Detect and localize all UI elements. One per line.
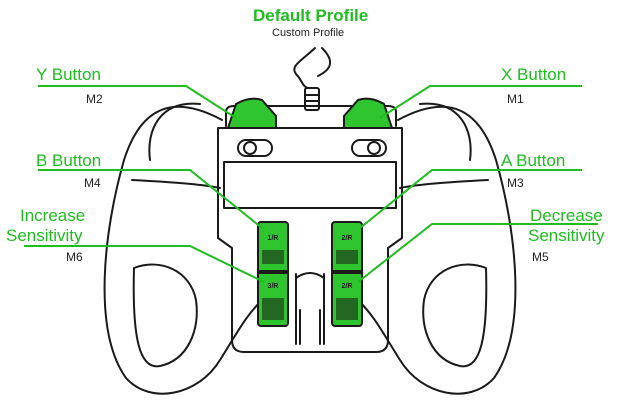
b-button-label: B Button — [36, 151, 102, 170]
increase-label-line1: Increase — [20, 206, 86, 225]
paddle-label-top-right: 2/R — [342, 235, 353, 242]
decrease-label-line2: Sensitivity — [528, 226, 605, 245]
x-button-label: X Button — [501, 65, 567, 84]
paddle-label-top-left: 1/R — [268, 235, 279, 242]
cable-connector — [304, 87, 320, 111]
a-button-macro: M3 — [507, 176, 524, 190]
b-button-callout-line — [38, 169, 263, 229]
profile-title: Default Profile — [253, 6, 369, 25]
right-toggle — [351, 139, 387, 157]
x-button-macro: M1 — [507, 92, 524, 106]
right-handle — [357, 105, 517, 395]
paddle-label-bottom-right: 2/R — [342, 283, 353, 290]
left-handle — [103, 105, 263, 395]
left-bumper — [226, 97, 277, 129]
left-toggle — [237, 139, 273, 157]
controller-top-housing — [225, 105, 397, 127]
b-button-macro: M4 — [84, 176, 101, 190]
y-button-macro: M2 — [86, 92, 103, 106]
center-panel — [223, 161, 397, 209]
increase-label-line2: Sensitivity — [6, 226, 83, 245]
decrease-callout-line — [357, 223, 598, 283]
decrease-macro: M5 — [532, 250, 549, 264]
paddle-label-bottom-left: 3/R — [268, 283, 279, 290]
controller-body — [217, 127, 403, 353]
a-button-label: A Button — [501, 151, 566, 170]
decrease-label-line1: Decrease — [530, 206, 603, 225]
increase-callout-line — [24, 245, 265, 283]
increase-macro: M6 — [66, 250, 83, 264]
profile-subtitle: Custom Profile — [272, 27, 345, 39]
y-button-callout-line — [38, 85, 237, 119]
right-bumper — [343, 97, 394, 129]
x-button-callout-line — [379, 85, 582, 119]
a-button-callout-line — [359, 169, 582, 229]
y-button-label: Y Button — [36, 65, 101, 84]
